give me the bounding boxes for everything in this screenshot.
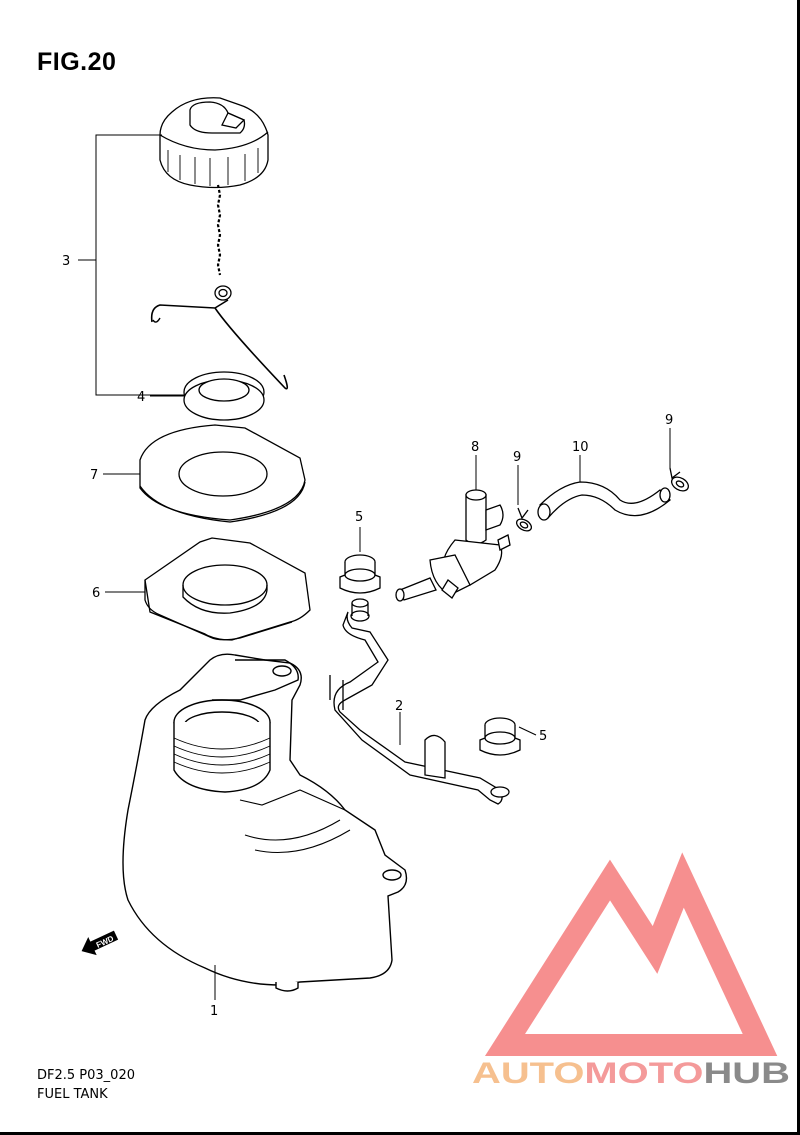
watermark-triangle	[484, 852, 778, 1056]
grommet-upper	[339, 554, 381, 594]
callout-9-left: 9	[513, 450, 521, 465]
grommet-lower	[479, 717, 521, 756]
tank-mount-cushion	[144, 537, 311, 641]
fuel-tank-bracket	[329, 598, 510, 805]
fwd-arrow-label: FWD	[95, 934, 116, 950]
fuel-cock	[395, 489, 511, 602]
tank-gasket-plate	[139, 424, 306, 523]
watermark-logo	[484, 852, 778, 1056]
frame-bottom-border	[0, 1132, 800, 1135]
callout-1: 1	[210, 1004, 218, 1019]
cap-gasket	[183, 371, 265, 421]
hose-clip-left	[515, 507, 533, 532]
watermark-triangle-inner	[560, 940, 640, 1020]
watermark-hub: HUB	[703, 1057, 790, 1090]
fuel-cap-assembly	[150, 97, 289, 390]
callout-2: 2	[395, 699, 403, 714]
callout-6: 6	[92, 586, 100, 601]
fwd-direction-arrow: FWD	[81, 930, 119, 956]
fuel-tank	[122, 653, 408, 992]
figure-caption: FUEL TANK	[37, 1087, 108, 1102]
watermark-moto: MOTO	[584, 1057, 703, 1090]
hose-clip-right	[669, 467, 690, 492]
fuel-hose	[537, 481, 671, 521]
chain-retainer-wire	[150, 299, 289, 390]
callout-labels: 1 2 3 4 5 5 6 7 8 9 9 10	[62, 254, 673, 1019]
callout-leaders	[78, 134, 671, 1000]
watermark-auto: AUTO	[472, 1057, 584, 1090]
fuel-tank-body	[122, 653, 408, 986]
callout-5-upper: 5	[355, 510, 363, 525]
callout-9-right: 9	[665, 413, 673, 428]
model-code: DF2.5 P03_020	[37, 1068, 135, 1083]
fuel-cap-knurl	[159, 131, 269, 151]
figure-title: FIG.20	[37, 48, 117, 76]
callout-10: 10	[572, 440, 589, 455]
callout-7: 7	[90, 468, 98, 483]
callout-4: 4	[137, 390, 145, 405]
callout-3: 3	[62, 254, 70, 269]
callout-5-lower: 5	[539, 729, 547, 744]
fuel-cap-chain	[216, 184, 222, 276]
callout-8: 8	[471, 440, 479, 455]
frame-right-border	[797, 0, 800, 1135]
